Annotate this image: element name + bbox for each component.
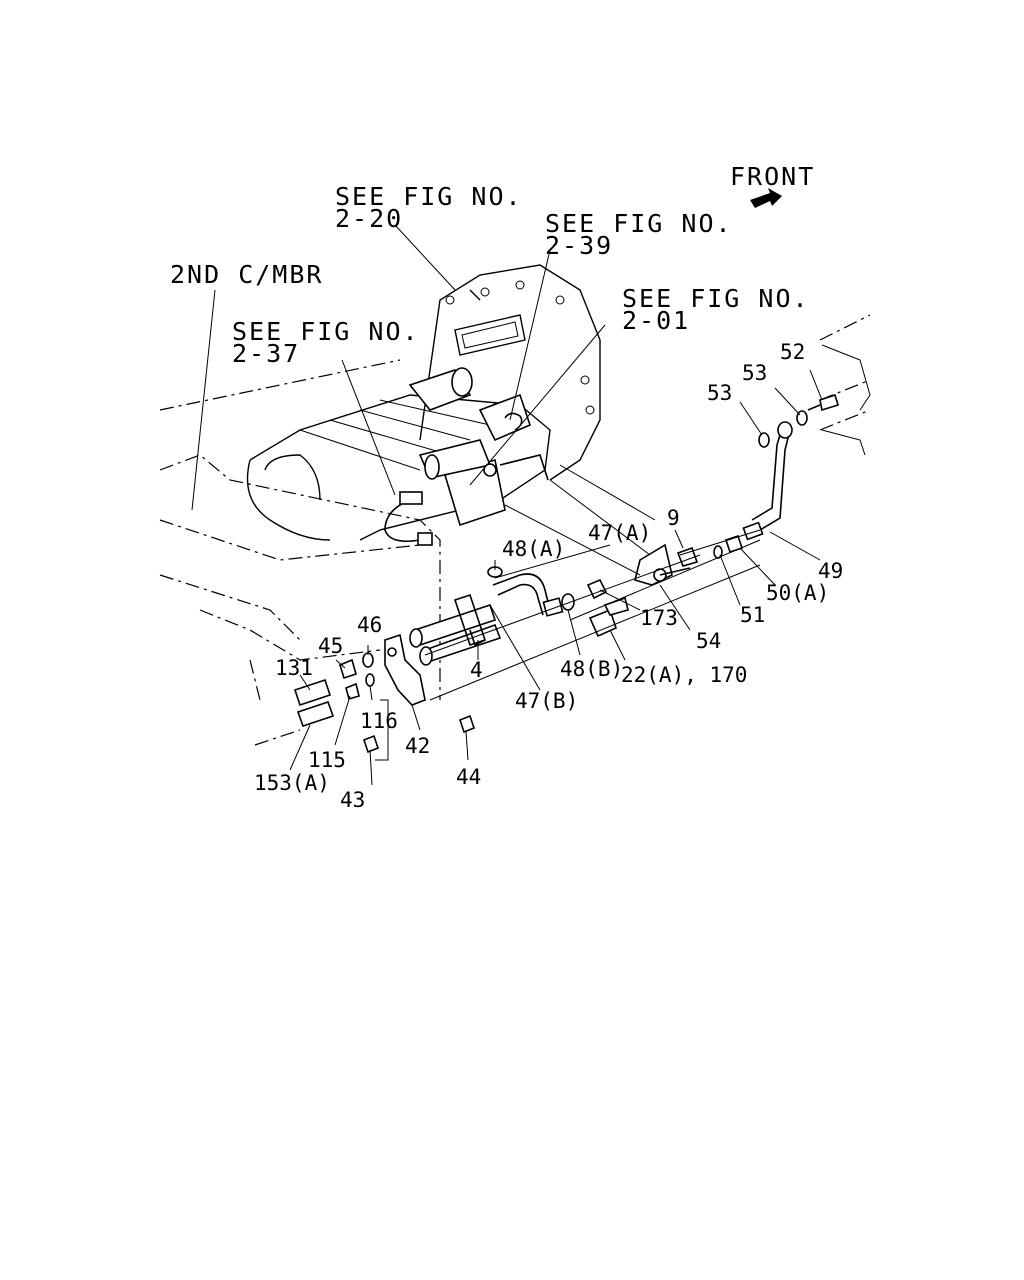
callout-48b: 48(B): [560, 657, 623, 681]
callout-43: 43: [340, 788, 365, 812]
transmission-assembly: [246, 264, 601, 546]
fig-2-37-ref-line2: 2-37: [232, 339, 300, 368]
callout-46: 46: [357, 613, 382, 637]
callout-115: 115: [308, 748, 346, 772]
callout-131: 131: [275, 656, 313, 680]
fig-2-20-ref-line1: SEE FIG NO.: [335, 182, 523, 211]
callout-42: 42: [405, 734, 430, 758]
callout-116: 116: [360, 709, 398, 733]
fig-2-20-ref-line2: 2-20: [335, 204, 403, 233]
fig-2-39-ref-line1: SEE FIG NO.: [545, 209, 733, 238]
callout-4: 4: [470, 658, 483, 682]
fig-2-39-ref-line2: 2-39: [545, 231, 613, 260]
fig-2-01-ref-line2: 2-01: [622, 306, 690, 335]
callout-53-lower: 53: [707, 381, 732, 405]
callout-44: 44: [456, 765, 481, 789]
callout-49: 49: [818, 559, 843, 583]
callout-22a-170: 22(A), 170: [621, 663, 747, 687]
callout-47b: 47(B): [515, 689, 578, 713]
fig-2-37-ref-line1: SEE FIG NO.: [232, 317, 420, 346]
callout-9: 9: [667, 506, 680, 530]
leader-lines: [191, 224, 823, 786]
callout-50a: 50(A): [766, 581, 829, 605]
callout-54: 54: [696, 629, 721, 653]
callout-45: 45: [318, 634, 343, 658]
callout-53-upper: 53: [742, 361, 767, 385]
callout-47a: 47(A): [588, 521, 651, 545]
front-label: FRONT: [730, 162, 815, 191]
callout-51: 51: [740, 603, 765, 627]
fig-2-01-ref-line1: SEE FIG NO.: [622, 284, 810, 313]
callout-153a: 153(A): [254, 771, 330, 795]
callout-48a: 48(A): [502, 537, 565, 561]
callout-52: 52: [780, 340, 805, 364]
callout-173: 173: [640, 606, 678, 630]
chassis-frame: [159, 314, 871, 746]
oil-cooler-assembly: [293, 393, 839, 754]
crossmember-label: 2ND C/MBR: [170, 260, 323, 289]
front-arrow-icon: [750, 188, 782, 208]
